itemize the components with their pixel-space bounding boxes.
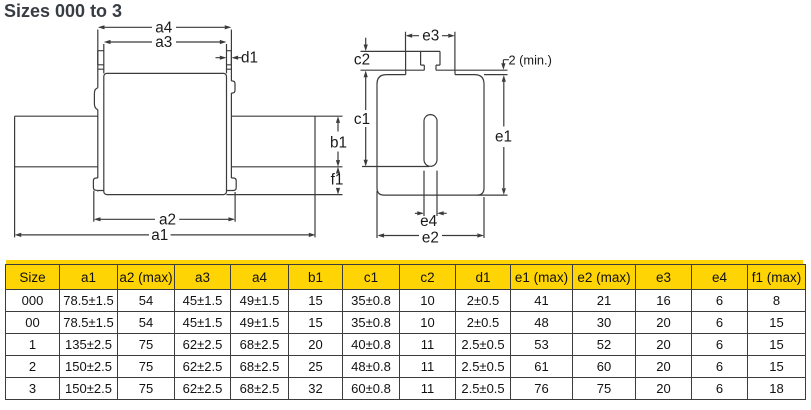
svg-text:c2: c2	[354, 52, 370, 69]
svg-text:b1: b1	[330, 134, 347, 151]
svg-text:a3: a3	[155, 34, 172, 51]
svg-text:f1: f1	[331, 171, 344, 188]
svg-text:a4: a4	[155, 19, 173, 36]
svg-text:2 (min.): 2 (min.)	[509, 52, 552, 67]
svg-text:c1: c1	[354, 111, 370, 128]
svg-text:e3: e3	[422, 28, 439, 45]
svg-text:a2: a2	[159, 211, 176, 228]
svg-text:e4: e4	[420, 213, 438, 230]
svg-text:a1: a1	[151, 227, 168, 244]
svg-text:e2: e2	[422, 230, 439, 247]
svg-text:d1: d1	[241, 50, 258, 67]
svg-text:e1: e1	[495, 129, 512, 146]
